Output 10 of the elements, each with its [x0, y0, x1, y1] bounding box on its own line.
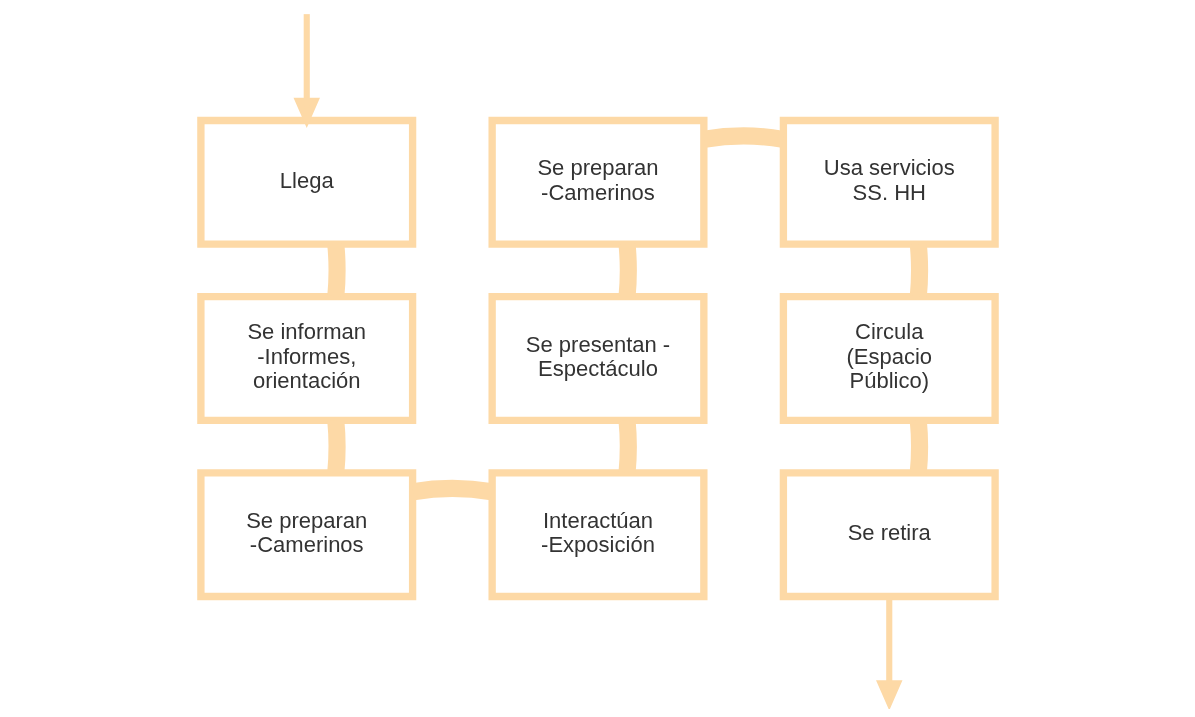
node-box: Llega [196, 116, 416, 248]
node-box: Se preparan -Camerinos [487, 116, 707, 248]
node-box: Usa servicios SS. HH [779, 116, 999, 248]
arrow [293, 14, 320, 129]
node-box: Circula (Espacio Público) [779, 293, 999, 424]
node-box: Interactúan -Exposición [487, 469, 707, 601]
node-box: Se presentan - Espectáculo [487, 293, 707, 424]
node-box: Se informan -Informes, orientación [196, 293, 416, 424]
node-box: Se preparan -Camerinos [196, 469, 416, 601]
node-box: Se retira [779, 469, 999, 601]
